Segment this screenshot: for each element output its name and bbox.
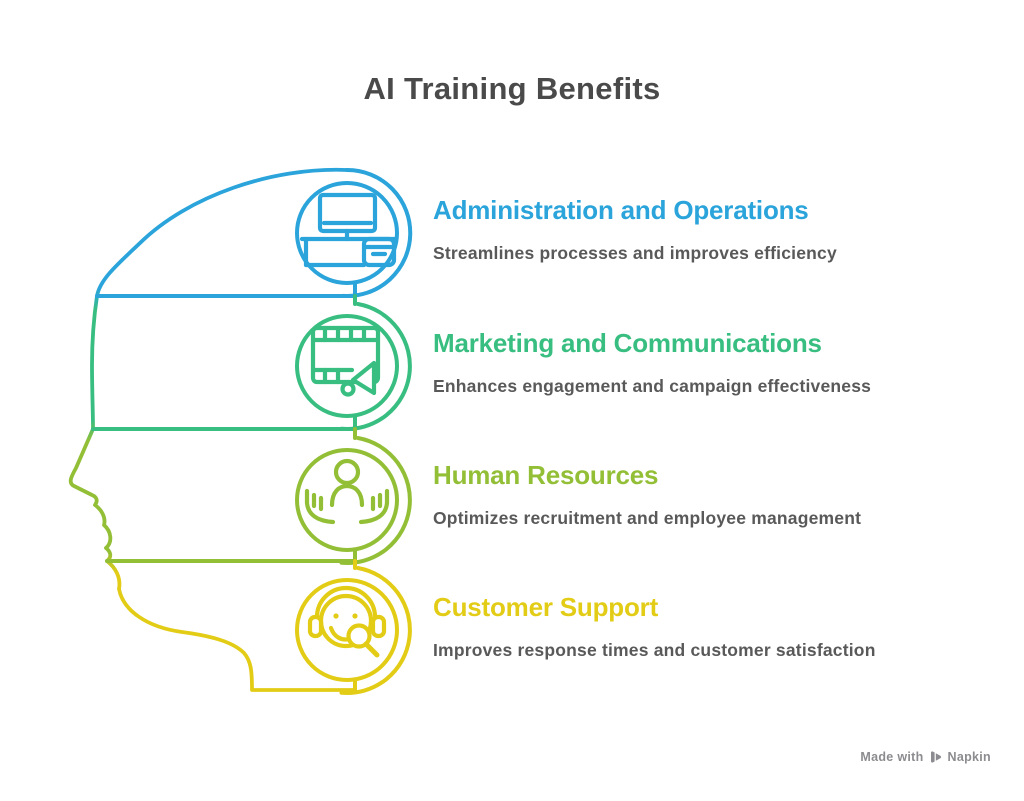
- section-heading: Marketing and Communications: [433, 328, 822, 358]
- section-description: Enhances engagement and campaign effecti…: [433, 376, 872, 396]
- head-outline: [68, 167, 357, 692]
- watermark: Made with Napkin: [860, 750, 991, 764]
- support-headset-icon: [307, 585, 387, 658]
- section-heading: Human Resources: [433, 460, 659, 490]
- section-4-frame: [295, 559, 412, 696]
- page-title: AI Training Benefits: [363, 71, 661, 106]
- section-2-frame: [91, 294, 412, 432]
- icon-circle-3: [295, 448, 399, 552]
- section-row-human-resources: Human Resources Optimizes recruitment an…: [433, 462, 993, 528]
- section-description: Optimizes recruitment and employee manag…: [433, 508, 862, 528]
- section-description: Improves response times and customer sat…: [433, 640, 876, 660]
- section-description: Streamlines processes and improves effic…: [433, 243, 837, 263]
- section-row-marketing: Marketing and Communications Enhances en…: [433, 330, 993, 396]
- section-row-customer-support: Customer Support Improves response times…: [433, 594, 993, 660]
- desk-computer-icon: [299, 192, 398, 268]
- watermark-brand-text: Napkin: [947, 750, 991, 764]
- icon-circle-4: [295, 578, 399, 682]
- film-megaphone-icon: [310, 325, 381, 397]
- section-row-administration: Administration and Operations Streamline…: [433, 197, 993, 263]
- section-1-frame: [95, 167, 413, 298]
- icon-circle-2: [295, 314, 399, 418]
- section-3-frame: [105, 427, 412, 566]
- icon-circle-1: [295, 181, 399, 285]
- napkin-logo-icon: [930, 751, 941, 763]
- watermark-made-with-text: Made with: [860, 750, 924, 764]
- section-heading: Administration and Operations: [433, 195, 809, 225]
- person-in-hands-icon: [304, 458, 390, 525]
- section-heading: Customer Support: [433, 592, 659, 622]
